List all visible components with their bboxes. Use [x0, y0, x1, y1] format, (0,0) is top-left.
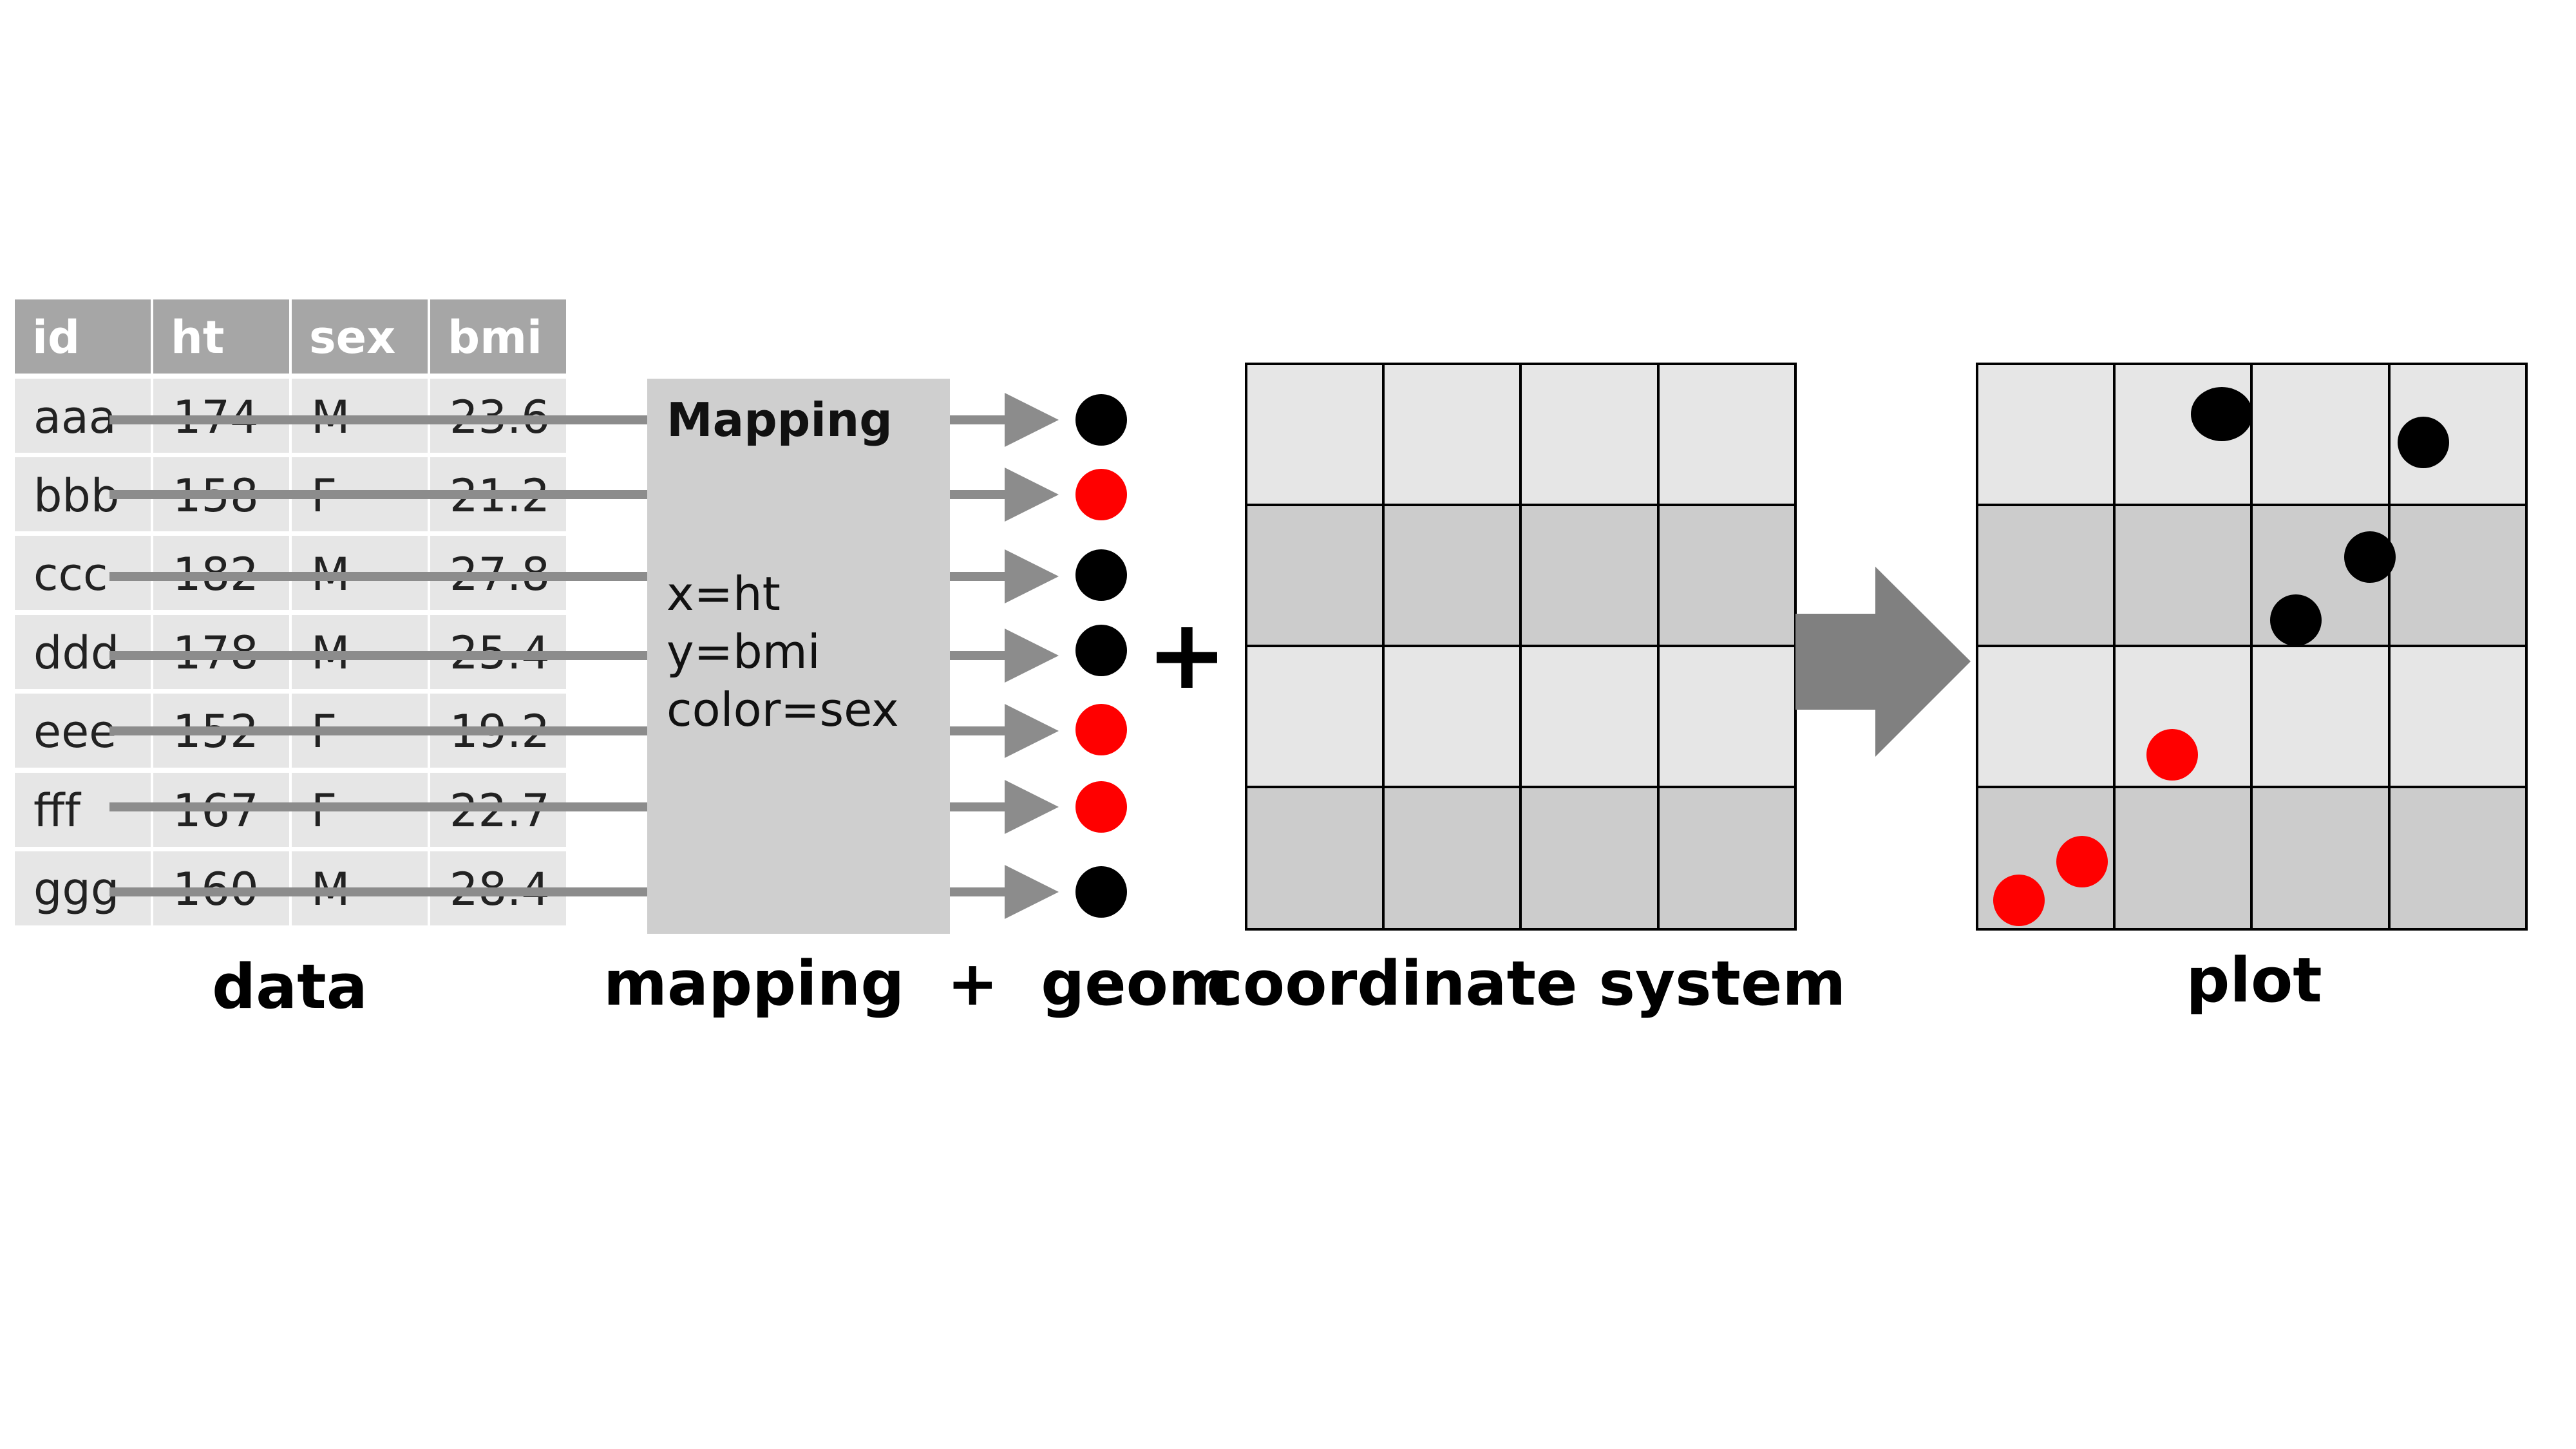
geom-point — [1075, 866, 1127, 918]
table-header-ht: ht — [171, 311, 224, 364]
caption-mapping-geom: mapping + geom — [603, 949, 1232, 1019]
table-header-id: id — [32, 311, 80, 364]
table-header-cell — [15, 299, 151, 374]
geom-point — [1075, 625, 1127, 676]
mapping-line-y: y=bmi — [667, 625, 820, 679]
geom-point — [1075, 704, 1127, 755]
caption-coordinate-system: coordinate system — [1207, 949, 1846, 1019]
plot-point — [2056, 836, 2108, 887]
plot-point — [2191, 387, 2253, 441]
caption-plot: plot — [2186, 945, 2322, 1016]
mapping-box — [647, 379, 950, 934]
caption-data: data — [212, 952, 368, 1023]
table-cell-id: ddd — [33, 627, 119, 679]
mapping-line-color: color=sex — [667, 683, 899, 737]
table-cell-id: fff — [33, 784, 81, 837]
mapping-line-x: x=ht — [667, 567, 781, 621]
row-to-mapping-lines — [109, 415, 647, 896]
geom-point — [1075, 469, 1127, 520]
plot-points — [1993, 387, 2449, 926]
table-header-bmi: bmi — [448, 311, 542, 364]
coordinate-system-grid — [1245, 363, 1797, 931]
mapping-title: Mapping — [667, 393, 893, 447]
mapping-to-geom-arrows — [950, 393, 1059, 919]
table-cell-id: ggg — [33, 863, 119, 916]
data-table: id ht sex bmi aaa 174 M 23.6 bbb 158 F 2… — [15, 299, 566, 925]
plot-point — [2146, 729, 2198, 781]
table-cell-id: eee — [33, 705, 117, 758]
table-header-cell — [153, 299, 289, 374]
plus-sign: + — [1146, 599, 1227, 711]
table-cell-id: bbb — [33, 469, 119, 522]
table-header-sex: sex — [309, 311, 395, 364]
geom-point — [1075, 394, 1127, 446]
plot-point — [1993, 875, 2045, 926]
geom-point — [1075, 781, 1127, 833]
table-cell-id: ccc — [33, 548, 108, 601]
plot-point — [2344, 531, 2396, 583]
table-header-cell — [430, 299, 566, 374]
table-cell-id: aaa — [33, 391, 117, 444]
plot-point — [2398, 417, 2449, 468]
geom-points — [1075, 394, 1127, 918]
table-header-cell — [292, 299, 428, 374]
geom-point — [1075, 549, 1127, 601]
plot-point — [2270, 594, 2322, 646]
big-arrow-icon — [1795, 567, 1971, 757]
